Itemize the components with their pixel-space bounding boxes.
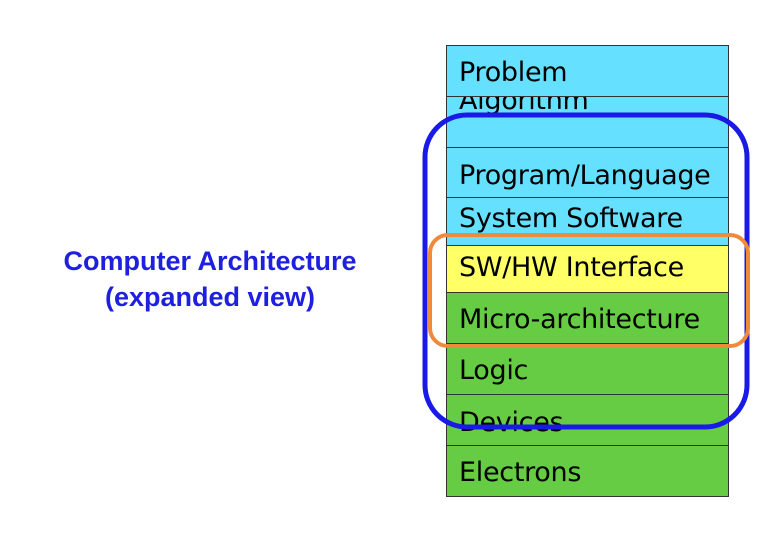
layer-label: SW/HW Interface xyxy=(459,252,684,283)
layer-electrons: Electrons xyxy=(446,445,729,497)
layer-label: System Software xyxy=(459,203,683,234)
layer-algorithm: Algorithm xyxy=(446,96,729,148)
layer-label: Algorithm xyxy=(459,96,589,116)
diagram-caption: Computer Architecture (expanded view) xyxy=(20,243,400,315)
caption-line-2: (expanded view) xyxy=(104,282,316,312)
layer-micro-architecture: Micro-architecture xyxy=(446,292,729,344)
caption-line-1: Computer Architecture xyxy=(63,246,357,276)
layer-sw-hw-interface: SW/HW Interface xyxy=(446,245,729,293)
abstraction-layer-stack: Problem Algorithm Program/Language Syste… xyxy=(446,45,731,497)
layer-problem: Problem xyxy=(446,45,729,97)
layer-devices: Devices xyxy=(446,394,729,446)
layer-label: Micro-architecture xyxy=(459,304,700,335)
layer-system-software: System Software xyxy=(446,197,729,246)
layer-label: Devices xyxy=(459,407,564,438)
layer-logic: Logic xyxy=(446,343,729,395)
layer-label: Program/Language xyxy=(459,160,711,191)
layer-label: Electrons xyxy=(459,457,582,488)
layer-label: Logic xyxy=(459,355,529,386)
layer-label: Problem xyxy=(459,57,568,88)
layer-program-language: Program/Language xyxy=(446,147,729,198)
